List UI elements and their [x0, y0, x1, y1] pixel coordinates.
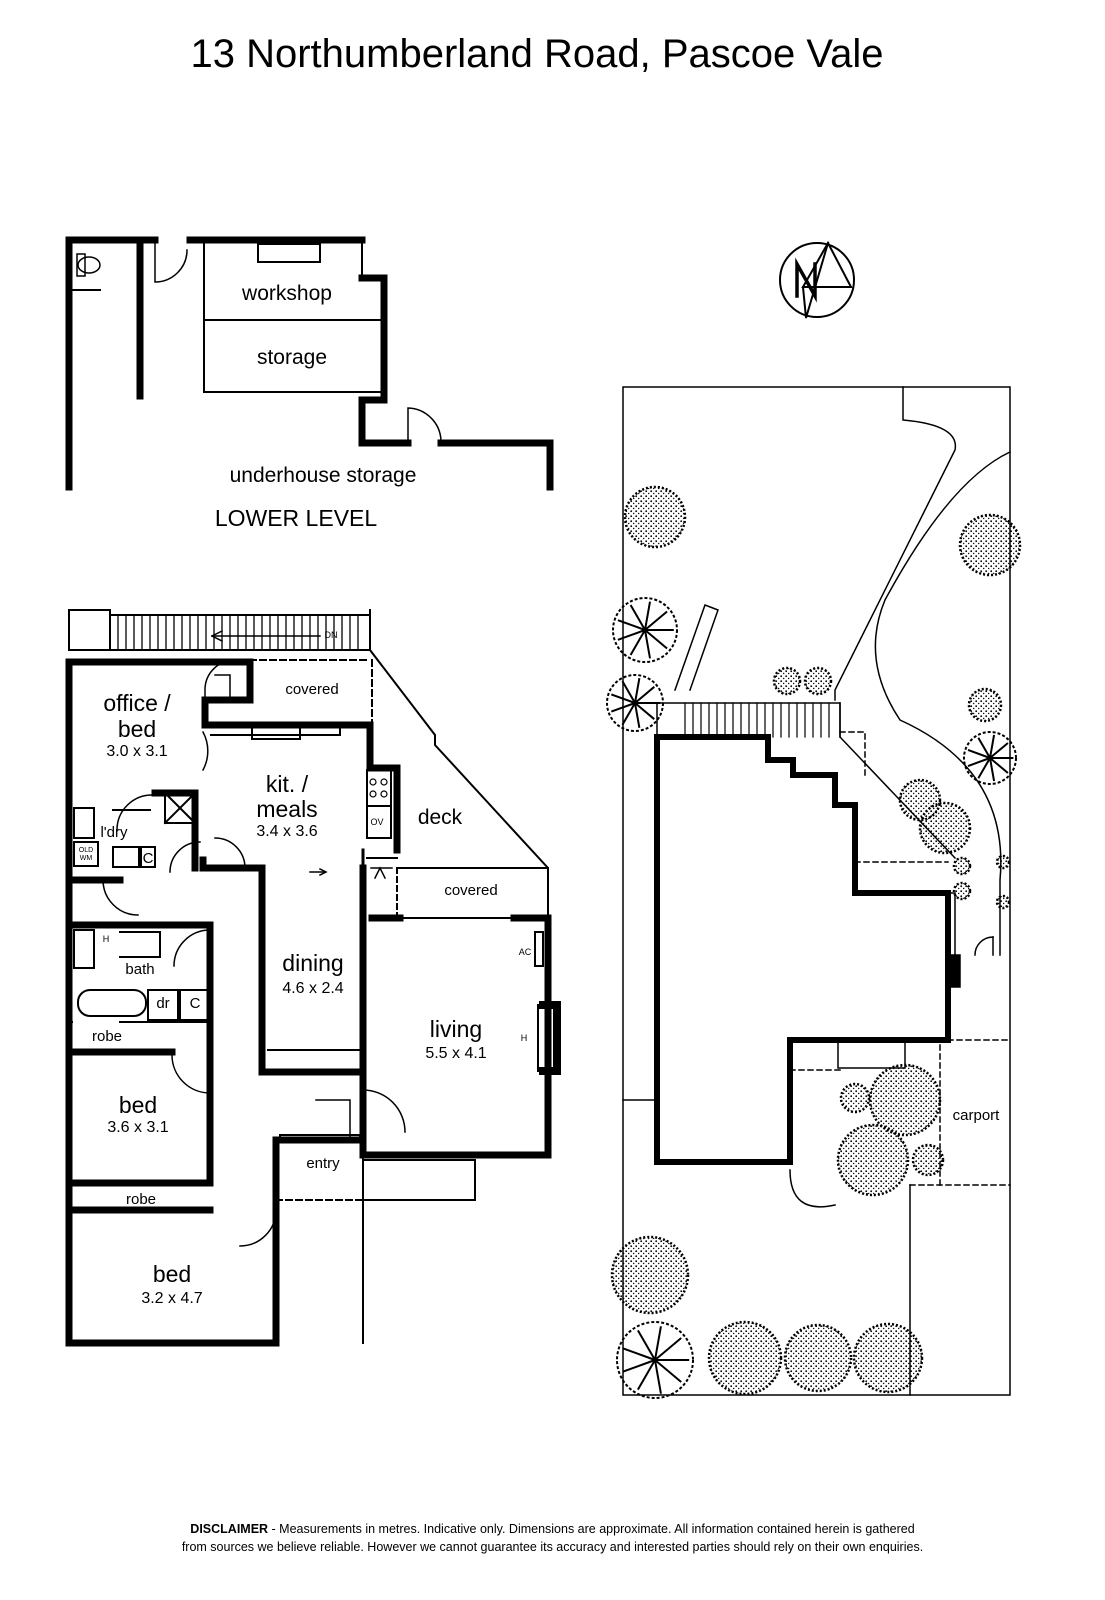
shrub-11: [911, 1143, 945, 1177]
shrub-16: [952, 856, 972, 876]
shrub-17: [952, 881, 972, 901]
oven-label: OV: [370, 817, 384, 827]
dining-dims: 4.6 x 2.4: [282, 980, 344, 997]
disclaimer-line1: - Measurements in metres. Indicative onl…: [268, 1522, 915, 1536]
disclaimer-line2: from sources we believe reliable. Howeve…: [181, 1540, 924, 1554]
disclaimer-label: DISCLAIMER: [190, 1522, 269, 1536]
lower-level-walls: [65, 236, 554, 491]
room-storage: storage: [256, 346, 328, 369]
stairs-down-label: DN: [324, 630, 338, 640]
ac-label: AC: [518, 947, 532, 957]
entry-label: entry: [306, 1155, 340, 1172]
bed1-name: bed: [118, 1092, 158, 1118]
main-level-thin: [67, 609, 561, 1345]
covered-top-label: covered: [285, 681, 339, 698]
shrub-6: [772, 666, 802, 696]
laundry-cupboard-label: C: [142, 850, 154, 867]
shrub-3: [967, 687, 1003, 723]
robe-2-label: robe: [125, 1191, 157, 1208]
office-dims: 3.0 x 3.1: [106, 743, 168, 760]
room-underhouse-storage: underhouse storage: [229, 464, 417, 487]
shrub-8: [839, 1082, 871, 1114]
shrub-10: [836, 1123, 910, 1197]
shrub-19: [995, 894, 1011, 910]
shrub-15: [852, 1322, 924, 1394]
tree-2: [606, 674, 664, 732]
bed2-dims: 3.2 x 4.7: [141, 1290, 203, 1307]
living-dims: 5.5 x 4.1: [425, 1045, 487, 1062]
lower-level-thin: [68, 239, 442, 444]
main-level-walls: [65, 658, 552, 1347]
shrub-7: [803, 666, 833, 696]
shrub-1: [623, 485, 687, 549]
kitchen-name-2: meals: [256, 796, 318, 822]
shrub-2: [958, 513, 1022, 577]
tree-4: [616, 1321, 694, 1399]
bath-cupboard-label: C: [189, 995, 201, 1012]
laundry-label: l'dry: [100, 824, 128, 841]
tree-1: [612, 597, 678, 663]
tree-3: [963, 731, 1017, 785]
disclaimer: DISCLAIMER - Measurements in metres. Ind…: [0, 1520, 1105, 1556]
old-wm-label-2: WM: [79, 855, 93, 862]
living-name: living: [429, 1016, 483, 1042]
bath-heater-label: H: [102, 934, 110, 944]
deck-label: deck: [417, 806, 463, 829]
office-name-1: office /: [103, 690, 171, 716]
dr-label: dr: [156, 995, 170, 1012]
kitchen-name-1: kit. /: [265, 771, 309, 797]
bed2-name: bed: [152, 1261, 192, 1287]
office-name-2: bed: [117, 716, 157, 742]
page-title: 13 Northumberland Road, Pascoe Vale: [190, 32, 884, 76]
shrub-12: [610, 1235, 690, 1315]
shrub-9: [868, 1063, 942, 1137]
living-heater-label: H: [520, 1033, 528, 1043]
kitchen-dims: 3.4 x 3.6: [256, 823, 318, 840]
stair-treads: [117, 614, 359, 651]
robe-1-label: robe: [91, 1028, 123, 1045]
compass-icon: [779, 240, 855, 319]
dining-name: dining: [282, 950, 344, 976]
site-vegetation: [606, 485, 1022, 1399]
covered-mid-label: covered: [444, 882, 498, 899]
bed1-dims: 3.6 x 3.1: [107, 1119, 169, 1136]
carport-label: carport: [952, 1107, 1000, 1124]
site-house: [654, 734, 951, 1165]
old-wm-label-1: OLD: [78, 847, 94, 854]
lower-level-heading: LOWER LEVEL: [214, 505, 378, 531]
bath-label: bath: [125, 961, 155, 978]
room-workshop: workshop: [242, 282, 332, 305]
shrub-5: [918, 801, 972, 855]
shrub-14: [783, 1323, 853, 1393]
site-boundary: [622, 386, 1011, 1396]
shrub-13: [707, 1320, 783, 1396]
shrub-18: [995, 854, 1011, 870]
